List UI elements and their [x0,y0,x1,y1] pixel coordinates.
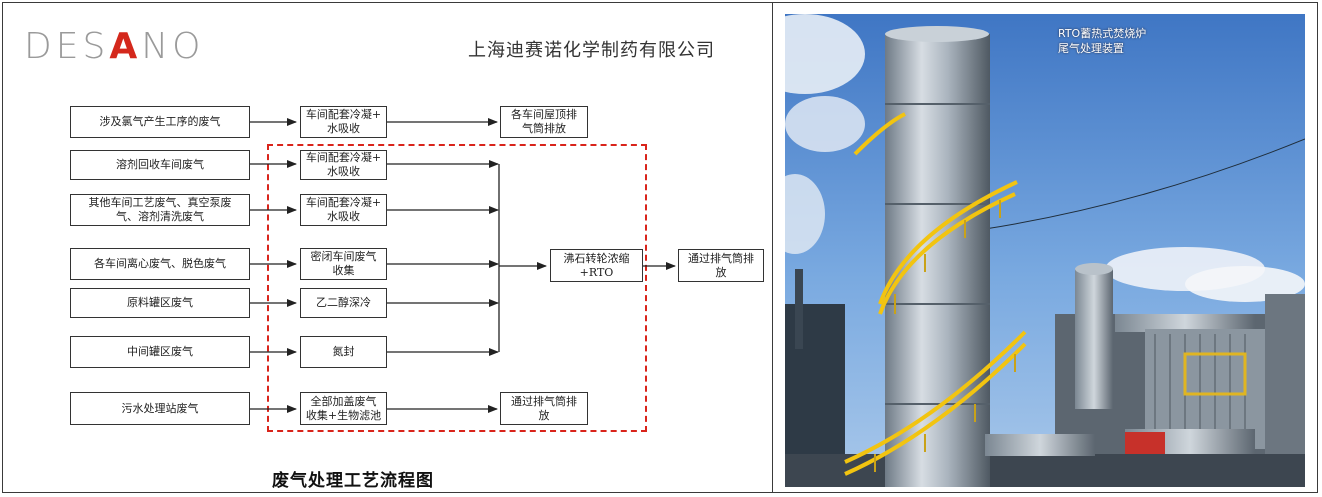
source-box-wastewater: 污水处理站废气 [70,392,250,425]
desano-logo: DESANO [24,26,205,67]
company-name: 上海迪赛诺化学制药有限公司 [468,40,715,61]
treatment-box-1: 车间配套冷凝+ 水吸收 [300,106,387,138]
panel-divider [772,2,773,493]
treatment-box-7: 全部加盖废气 收集+生物滤池 [300,392,387,425]
source-box-raw-tank: 原料罐区废气 [70,288,250,318]
source-box-intermediate-tank: 中间罐区废气 [70,336,250,368]
output-box-wwtp-stack: 通过排气筒排 放 [500,392,588,425]
treatment-box-5: 乙二醇深冷 [300,288,387,318]
rto-photo-illustration [785,14,1305,487]
rto-photo-caption: RTO蓄热式焚烧炉 尾气处理装置 [1058,27,1147,55]
output-box-roof-stack: 各车间屋顶排 气筒排放 [500,106,588,138]
treatment-box-2: 车间配套冷凝+ 水吸收 [300,150,387,180]
treatment-box-6: 氮封 [300,336,387,368]
diagram-caption: 废气处理工艺流程图 [272,471,434,491]
flow-connectors [250,118,676,413]
source-box-solvent-recovery: 溶剂回收车间废气 [70,150,250,180]
output-box-main-stack: 通过排气筒排 放 [678,249,764,282]
treatment-box-4: 密闭车间废气 收集 [300,248,387,280]
source-box-chlorine: 涉及氯气产生工序的废气 [70,106,250,138]
source-box-centrifuge: 各车间离心废气、脱色废气 [70,248,250,280]
output-box-rto: 沸石转轮浓缩 +RTO [550,249,643,282]
treatment-box-3: 车间配套冷凝+ 水吸收 [300,194,387,226]
treatment-group-dashed-border [267,144,647,432]
rto-photo [785,14,1305,487]
source-box-other-workshops: 其他车间工艺废气、真空泵废 气、溶剂清洗废气 [70,194,250,226]
